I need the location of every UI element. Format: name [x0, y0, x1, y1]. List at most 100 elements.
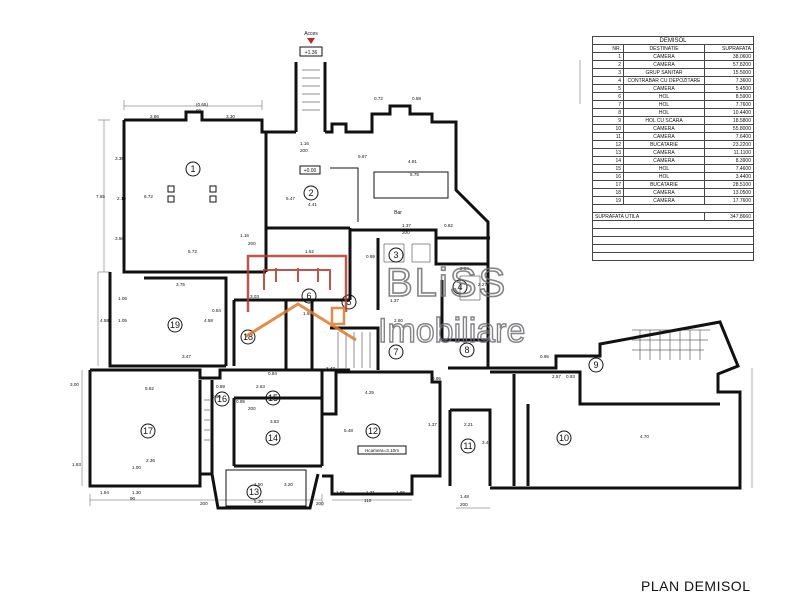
dimension-label: 0.84	[212, 308, 221, 313]
room-number: 6	[306, 291, 311, 301]
room-use-cell: CAMERA	[623, 148, 705, 157]
room-number-cell: 15	[592, 164, 624, 173]
room-area-cell: 10.4400	[704, 108, 754, 117]
entrance-label: Acces	[304, 31, 318, 37]
room-use-cell: GRUP SANITAR	[623, 68, 705, 77]
room-area-cell: 7.4600	[704, 164, 754, 173]
room-number-cell: 7	[592, 100, 624, 109]
dimension-label: 3.83	[270, 419, 279, 424]
dimension-label: 0.95	[236, 399, 245, 404]
dimension-label: 200	[402, 230, 410, 235]
room-number: 15	[268, 393, 278, 403]
dimension-label: 0.72	[374, 96, 383, 101]
room-number: 16	[217, 394, 227, 404]
entrance-marker: Acces +1.36	[299, 31, 323, 57]
dimension-label: 90	[130, 496, 136, 501]
column-header: DESTINATIE	[623, 44, 705, 53]
dimension-label: 4.70	[640, 434, 649, 439]
room-height-label: Hcamera=3.10m	[365, 448, 399, 453]
room-number-cell: 2	[592, 60, 624, 69]
room-area-cell: 13.0500	[704, 188, 754, 197]
dimension-label: 6.47	[286, 196, 295, 201]
room-area-cell: 5.4500	[704, 84, 754, 93]
room-area-cell: 11.1100	[704, 148, 754, 157]
dimension-label: 5.72	[188, 249, 197, 254]
dimension-label: 3.30	[226, 114, 235, 119]
room-use-cell: CAMERA	[623, 84, 705, 93]
room-use-cell: HOL CU SCARA	[623, 116, 705, 125]
dimension-label: 2.60	[394, 318, 403, 323]
dimension-label: 4.58	[204, 318, 213, 323]
dimension-label: 5.75	[410, 172, 419, 177]
dimension-label: 0.89	[216, 384, 225, 389]
dimension-label: 110	[364, 498, 372, 503]
room-number-cell: 10	[592, 124, 624, 133]
dimension-label: 4.58	[100, 318, 109, 323]
room-number-cell: 5	[592, 84, 624, 93]
dimension-label: 200	[460, 502, 468, 507]
room-area-cell: 15.5000	[704, 68, 754, 77]
entrance-arrow-icon	[307, 38, 315, 44]
room-use-cell: HOL	[623, 164, 705, 173]
dimension-label: 3.20	[284, 482, 293, 487]
dimension-label: 2.57	[552, 374, 561, 379]
dimension-label: 2.84	[460, 266, 469, 271]
room-use-cell: HOL	[623, 92, 705, 101]
dimension-label: 9.67	[358, 154, 367, 159]
room-use-cell: HOL	[623, 100, 705, 109]
room-number: 13	[249, 487, 259, 497]
room-number: 19	[170, 320, 180, 330]
room-use-cell: BUCATARIE	[623, 140, 705, 149]
dimension-label: 1.50	[254, 482, 263, 487]
dimension-label: 1.37	[390, 298, 399, 303]
zero-level-label: +0.00	[304, 168, 317, 174]
room-number: 4	[457, 282, 462, 292]
room-number-cell: 1	[592, 52, 624, 61]
room-use-cell: BUCATARIE	[623, 180, 705, 189]
room-area-cell: 18.5800	[704, 116, 754, 125]
dimension-label: 3.75	[176, 282, 185, 287]
room-area-cell: 7.6400	[704, 132, 754, 141]
room-area-cell: 23.2200	[704, 140, 754, 149]
room-area-cell: 8.5900	[704, 92, 754, 101]
dimension-label: 2.10	[117, 196, 126, 201]
walls	[88, 62, 742, 510]
dimension-label: 3.36	[115, 156, 124, 161]
svg-text:Imobiliare: Imobiliare	[378, 312, 525, 350]
dimension-label: 7.65	[96, 194, 105, 199]
dimension-label: (0.65)	[196, 102, 208, 107]
room-area-cell: 28.5100	[704, 180, 754, 189]
room-number: 2	[308, 188, 313, 198]
room-number: 11	[463, 441, 472, 451]
room-area-cell: 38.0600	[704, 52, 754, 61]
dimension-label: 200	[248, 406, 256, 411]
total-label: SUPRAFATA UTILA	[592, 212, 705, 221]
dimension-label: 5.30	[254, 499, 263, 504]
dimension-label: 4.25	[365, 390, 374, 395]
entrance-level: +1.36	[305, 50, 318, 56]
dimension-label: 3.47	[326, 366, 335, 371]
dimension-label: 0.82	[444, 223, 453, 228]
room-use-cell: CAMERA	[623, 188, 705, 197]
column-header: SUPRAFATA	[704, 44, 754, 53]
room-number: 17	[143, 426, 153, 436]
dimension-label: 200	[200, 501, 208, 506]
room-use-cell: CAMERA	[623, 52, 705, 61]
room-number-cell: 12	[592, 140, 624, 149]
room-use-cell: CAMERA	[623, 132, 705, 141]
dimension-label: 200	[300, 148, 308, 153]
dimension-texts: (0.65) 90 3.30 2.86 0.72 0.58 1.16 200 9…	[70, 96, 649, 507]
room-number: 12	[368, 426, 378, 436]
room-area-cell: 17.7600	[704, 196, 754, 205]
dimension-label: 2.21	[464, 422, 473, 427]
dimension-label: 0.58	[412, 96, 421, 101]
dimension-label: 2.27	[478, 282, 487, 287]
